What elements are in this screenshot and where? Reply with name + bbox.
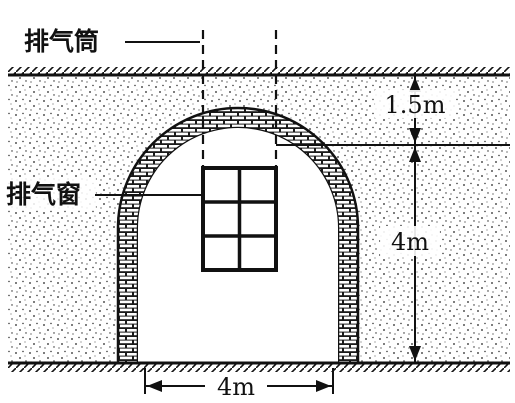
span-label: 4m (217, 373, 255, 401)
span-arrow-right (316, 380, 331, 392)
arrow-down-floor (409, 346, 421, 361)
brick-arch-wall (116, 106, 360, 365)
exhaust-window (201, 166, 278, 272)
span-arrow-left (147, 380, 162, 392)
arrow-down-archtop-a (409, 128, 421, 143)
arrow-up-surface (409, 77, 421, 92)
arrow-up-archtop-b (409, 147, 421, 162)
floor-hatch (8, 363, 510, 372)
arch-height-label: 4m (391, 228, 429, 256)
exhaust-window-label: 排气窗 (6, 180, 81, 209)
soil-cover-label: 1.5m (385, 91, 446, 119)
ground-surface-hatch (8, 67, 510, 75)
exhaust-pipe-label: 排气筒 (24, 27, 99, 56)
